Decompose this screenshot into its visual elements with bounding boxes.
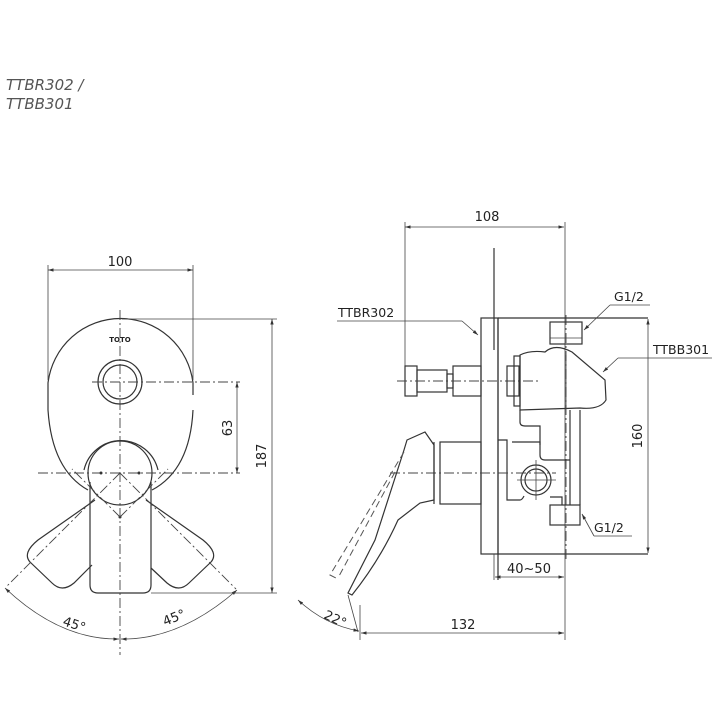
brand-logo: TOTO <box>109 336 131 344</box>
label-trim-model: TTBR302 <box>337 305 394 320</box>
dim-depth-top: 108 <box>475 210 500 225</box>
dim-overall-depth: 132 <box>451 618 476 633</box>
dim-height: 187 <box>255 444 270 469</box>
dim-height-box: 160 <box>631 424 646 449</box>
label-inlet-bottom: G1/2 <box>594 520 624 535</box>
title-line-2: TTBB301 <box>6 95 74 113</box>
valve-body <box>519 346 607 411</box>
dim-center-distance: 63 <box>221 420 236 437</box>
label-body-model: TTBB301 <box>652 342 709 357</box>
dim-width: 100 <box>108 255 133 270</box>
lever-handle <box>89 482 152 594</box>
label-inlet-top: G1/2 <box>614 289 644 304</box>
front-view: TOTO 45° 45° 100 187 <box>4 255 277 655</box>
product-title: TTBR302 / TTBB301 <box>6 76 84 114</box>
inlet-bottom <box>549 504 581 526</box>
cover-plate <box>47 317 194 395</box>
dim-angle-right: 45° <box>161 607 188 630</box>
dim-angle-left: 45° <box>61 615 88 636</box>
side-view: 108 <box>297 210 712 640</box>
title-line-1: TTBR302 / <box>6 76 84 94</box>
dim-wall-depth: 40~50 <box>507 562 551 577</box>
mounting-box <box>480 317 499 555</box>
lever-side <box>347 431 435 596</box>
